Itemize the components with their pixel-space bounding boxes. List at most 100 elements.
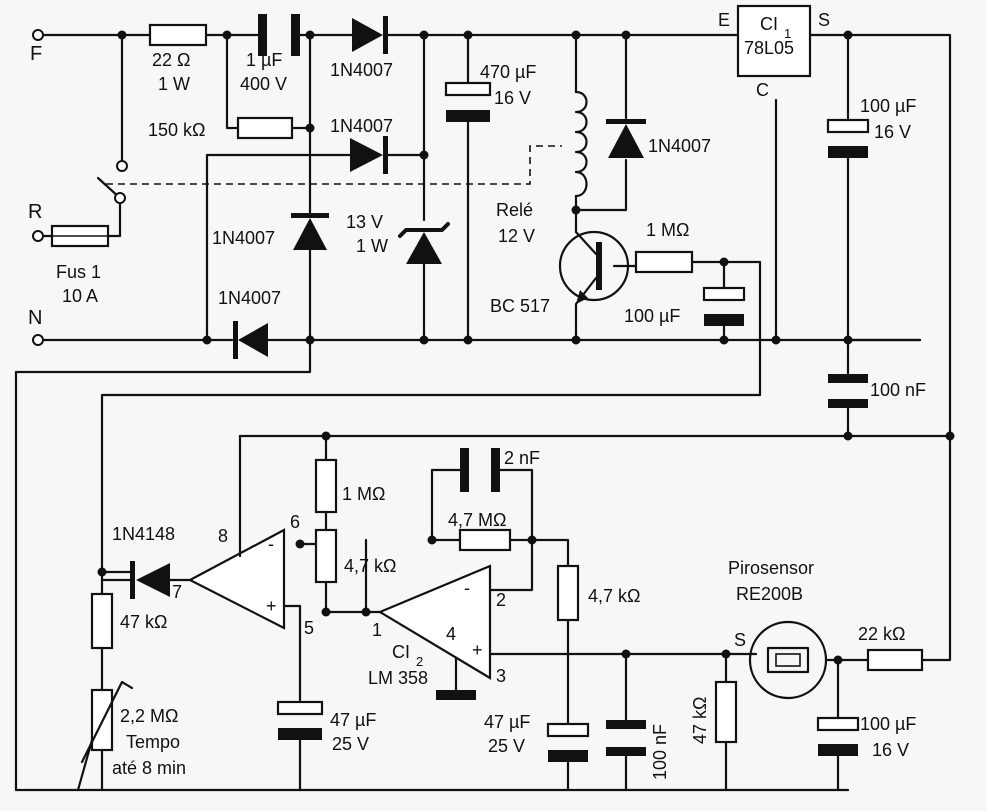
c1uf-voltage: 400 V bbox=[240, 74, 287, 94]
relay-name: Relé bbox=[496, 200, 533, 220]
capacitor-100nf-2 bbox=[606, 720, 646, 756]
c100-base-value: 100 µF bbox=[624, 306, 680, 326]
sensor-label: Pirosensor bbox=[728, 558, 814, 578]
opamp-1 bbox=[187, 528, 286, 630]
reg-ref-sub: 1 bbox=[784, 26, 791, 41]
pirosensor-re200b bbox=[748, 620, 828, 700]
capacitor-47uf-2 bbox=[546, 722, 590, 762]
op2-pin1: 1 bbox=[372, 620, 382, 640]
junction-dots bbox=[97, 30, 955, 665]
c2nf-value: 2 nF bbox=[504, 448, 540, 468]
resistor-4m7 bbox=[458, 528, 512, 552]
c47-1-voltage: 25 V bbox=[332, 734, 369, 754]
r1m-base-value: 1 MΩ bbox=[646, 220, 689, 240]
c47-1-value: 47 µF bbox=[330, 710, 376, 730]
op2-pin4: 4 bbox=[446, 624, 456, 644]
fuse-rating: 10 A bbox=[62, 286, 98, 306]
capacitor-100nf-reg bbox=[828, 374, 868, 408]
r150k-value: 150 kΩ bbox=[148, 120, 206, 140]
op2-ref-sub: 2 bbox=[416, 654, 423, 669]
c47-2-voltage: 25 V bbox=[488, 736, 525, 756]
resistor-47k-sensor bbox=[714, 680, 738, 744]
c47-2-value: 47 µF bbox=[484, 712, 530, 732]
pot-value: 2,2 MΩ bbox=[120, 706, 178, 726]
diode-1n4007-neutral bbox=[233, 321, 268, 359]
zener-voltage: 13 V bbox=[346, 212, 383, 232]
regulator-78l05 bbox=[736, 4, 812, 78]
terminal-n bbox=[32, 334, 44, 346]
supply-wires bbox=[14, 33, 952, 792]
c470-value: 470 µF bbox=[480, 62, 536, 82]
resistor-1meg-div bbox=[314, 458, 338, 514]
transistor-name: BC 517 bbox=[490, 296, 550, 316]
resistor-22k bbox=[866, 648, 924, 672]
c470-voltage: 16 V bbox=[494, 88, 531, 108]
r1m-div-value: 1 MΩ bbox=[342, 484, 385, 504]
resistor-4k7-in bbox=[556, 564, 580, 622]
capacitor-1uf bbox=[258, 14, 300, 56]
ground-ci2 bbox=[436, 690, 476, 700]
terminal-r bbox=[32, 230, 44, 242]
pot-range: até 8 min bbox=[112, 758, 186, 778]
resistor-22ohm bbox=[148, 23, 208, 47]
d-neutral-label: 1N4007 bbox=[218, 288, 281, 308]
c100-sensor-voltage: 16 V bbox=[872, 740, 909, 760]
r4k7-in-value: 4,7 kΩ bbox=[588, 586, 640, 606]
r22-value: 22 Ω bbox=[152, 50, 190, 70]
terminals bbox=[32, 29, 128, 346]
diode-1n4007-relay bbox=[606, 119, 646, 158]
sensor-part: RE200B bbox=[736, 584, 803, 604]
op2-minus: - bbox=[464, 578, 470, 598]
transistor-bc517 bbox=[558, 230, 630, 306]
opamp-2 bbox=[377, 564, 492, 680]
label-r: R bbox=[28, 201, 42, 223]
capacitor-100uf-base bbox=[702, 286, 746, 326]
switch-contact-bottom bbox=[114, 192, 126, 204]
capacitor-100uf-sensor bbox=[816, 716, 860, 756]
diode-1n4148 bbox=[130, 561, 170, 599]
op2-pin3: 3 bbox=[496, 666, 506, 686]
r4m7-value: 4,7 MΩ bbox=[448, 510, 506, 530]
resistor-150k bbox=[236, 116, 294, 140]
c100-reg-value: 100 µF bbox=[860, 96, 916, 116]
r22k-value: 22 kΩ bbox=[858, 624, 905, 644]
r47k-sensor-value: 47 kΩ bbox=[690, 697, 710, 744]
relay-coil bbox=[574, 90, 588, 198]
zener-power: 1 W bbox=[356, 236, 388, 256]
op1-pin7: 7 bbox=[172, 582, 182, 602]
c100-sensor-value: 100 µF bbox=[860, 714, 916, 734]
label-f: F bbox=[30, 43, 42, 65]
d-output-label: 1N4148 bbox=[112, 524, 175, 544]
op2-plus: + bbox=[472, 640, 483, 660]
op2-pin2: 2 bbox=[496, 590, 506, 610]
op1-pin8: 8 bbox=[218, 526, 228, 546]
switch-contact-top bbox=[116, 160, 128, 172]
sensor-pin-s: S bbox=[734, 630, 746, 650]
c100nf-2-value: 100 nF bbox=[650, 724, 670, 780]
diode-1n4007-bridge bbox=[350, 136, 388, 174]
op2-ref: CI bbox=[392, 642, 410, 662]
capacitor-470uf bbox=[444, 81, 492, 122]
reg-pin-out: S bbox=[818, 10, 830, 30]
op1-plus: + bbox=[266, 596, 277, 616]
capacitor-47uf-1 bbox=[276, 700, 324, 740]
fuse-name: Fus 1 bbox=[56, 262, 101, 282]
relay-voltage: 12 V bbox=[498, 226, 535, 246]
reg-part: 78L05 bbox=[744, 38, 794, 58]
c100nf-reg-value: 100 nF bbox=[870, 380, 926, 400]
c1uf-value: 1 µF bbox=[246, 50, 282, 70]
diode-1n4007-vertical bbox=[291, 213, 329, 250]
r47k-out-value: 47 kΩ bbox=[120, 612, 167, 632]
capacitor-100uf-reg bbox=[826, 118, 870, 158]
potentiometer-2m2 bbox=[80, 680, 134, 764]
resistor-1meg-base bbox=[634, 250, 694, 274]
pot-label: Tempo bbox=[126, 732, 180, 752]
d-vertical-label: 1N4007 bbox=[212, 228, 275, 248]
op1-pin5: 5 bbox=[304, 618, 314, 638]
label-n: N bbox=[28, 307, 42, 329]
op2-part: LM 358 bbox=[368, 668, 428, 688]
zener-diode bbox=[398, 222, 450, 264]
r4k7-div-value: 4,7 kΩ bbox=[344, 556, 396, 576]
fuse bbox=[50, 224, 110, 248]
r22-power: 1 W bbox=[158, 74, 190, 94]
